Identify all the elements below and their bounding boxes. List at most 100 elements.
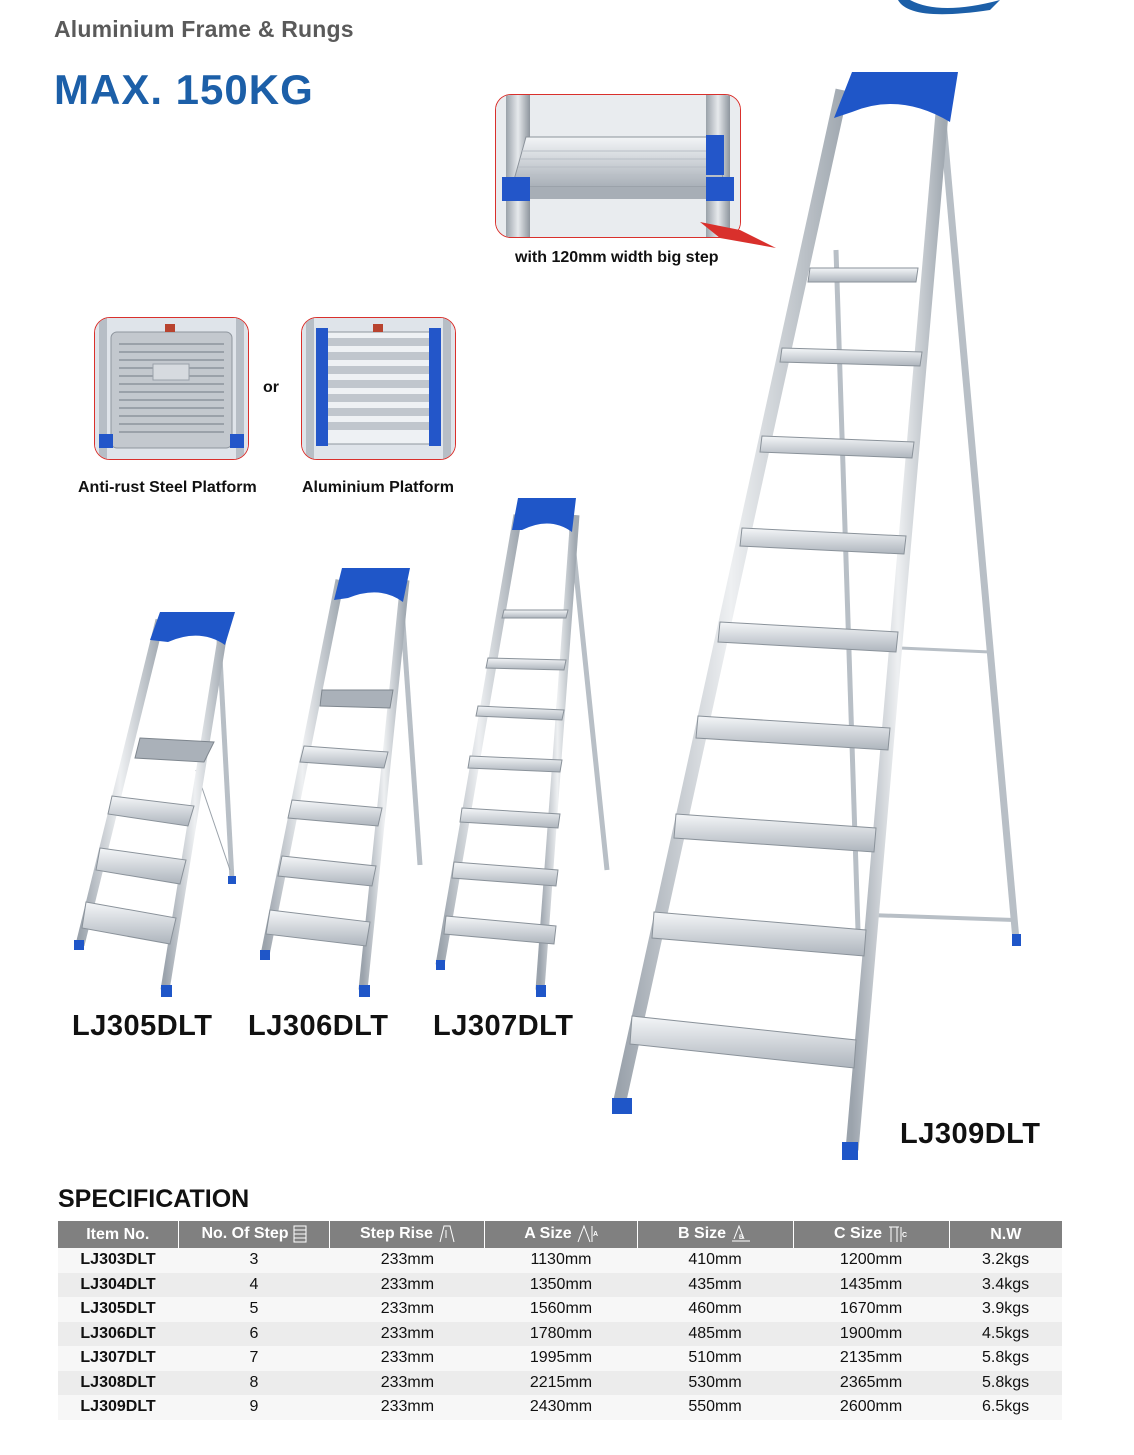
table-cell: 2365mm (793, 1370, 950, 1395)
ladder-lj309 (612, 72, 1021, 1160)
table-cell: 9 (178, 1395, 330, 1420)
table-cell: 233mm (329, 1370, 485, 1395)
table-cell: LJ308DLT (58, 1370, 179, 1395)
column-header-label: C Size (834, 1225, 883, 1243)
table-cell: 233mm (329, 1346, 485, 1371)
ladder-illustrations (74, 72, 1021, 1160)
table-cell: 2430mm (484, 1395, 638, 1420)
ladder-lj307 (435, 498, 610, 997)
table-header-row: Item No. No. Of Step Step Rise A Size A B… (58, 1221, 1062, 1248)
table-cell: 233mm (329, 1272, 485, 1297)
svg-text:C: C (902, 1232, 907, 1239)
table-cell: LJ309DLT (58, 1395, 179, 1420)
table-cell: 435mm (637, 1272, 794, 1297)
table-cell: LJ307DLT (58, 1346, 179, 1371)
table-cell: 5 (178, 1297, 330, 1322)
table-cell: LJ305DLT (58, 1297, 179, 1322)
svg-text:B: B (739, 1235, 744, 1241)
table-cell: 8 (178, 1370, 330, 1395)
model-label-lj305: LJ305DLT (72, 1010, 213, 1042)
step-rise-icon (439, 1225, 455, 1243)
table-cell: 6 (178, 1321, 330, 1346)
table-cell: 233mm (329, 1321, 485, 1346)
table-cell: 2215mm (484, 1370, 638, 1395)
steel-platform-caption: Anti-rust Steel Platform (78, 479, 257, 496)
table-cell: 1670mm (793, 1297, 950, 1322)
table-cell: 1560mm (484, 1297, 638, 1322)
table-cell: 3.2kgs (949, 1248, 1062, 1273)
table-cell: 550mm (637, 1395, 794, 1420)
ladder-lj305 (74, 612, 236, 997)
table-cell: 5.8kgs (949, 1370, 1062, 1395)
column-header-label: A Size (524, 1225, 572, 1243)
table-cell: 2600mm (793, 1395, 950, 1420)
column-header-label: B Size (678, 1225, 727, 1243)
table-cell: 5.8kgs (949, 1346, 1062, 1371)
table-cell: 1780mm (484, 1321, 638, 1346)
column-header: C Size C (793, 1221, 950, 1248)
table-cell: 7 (178, 1346, 330, 1371)
table-cell: 510mm (637, 1346, 794, 1371)
model-label-lj306: LJ306DLT (248, 1010, 389, 1042)
table-cell: 1995mm (484, 1346, 638, 1371)
big-step-photo (496, 95, 740, 237)
column-header: Item No. (58, 1221, 179, 1248)
specification-title: SPECIFICATION (58, 1185, 250, 1213)
aluminium-platform-photo (302, 318, 455, 459)
steel-platform-photo (95, 318, 248, 459)
b-size-icon: B (732, 1225, 751, 1242)
table-cell: 4 (178, 1272, 330, 1297)
table-cell: LJ303DLT (58, 1248, 179, 1273)
table-cell: 1130mm (484, 1248, 638, 1273)
a-size-icon: A (577, 1225, 598, 1243)
table-cell: 1435mm (793, 1272, 950, 1297)
brand-swoosh-graphic (898, 0, 1000, 15)
table-cell: 1900mm (793, 1321, 950, 1346)
table-cell: LJ304DLT (58, 1272, 179, 1297)
aluminium-platform-inset (301, 317, 456, 460)
table-cell: 3.4kgs (949, 1272, 1062, 1297)
table-cell: 460mm (637, 1297, 794, 1322)
steel-platform-inset (94, 317, 249, 460)
c-size-icon: C (889, 1226, 907, 1243)
table-cell: 485mm (637, 1321, 794, 1346)
table-cell: 233mm (329, 1297, 485, 1322)
table-cell: 6.5kgs (949, 1395, 1062, 1420)
big-step-inset (495, 94, 741, 238)
column-header: Step Rise (329, 1221, 486, 1248)
table-cell: 3.9kgs (949, 1297, 1062, 1322)
table-cell: 3 (178, 1248, 330, 1273)
column-header-label: Step Rise (359, 1225, 433, 1243)
table-cell: 233mm (329, 1248, 485, 1273)
callout-pointer (700, 222, 776, 248)
table-cell: 2135mm (793, 1346, 950, 1371)
model-label-lj309: LJ309DLT (900, 1118, 1041, 1150)
specification-table: Item No. No. Of Step Step Rise A Size A B… (58, 1221, 1062, 1420)
table-cell: LJ306DLT (58, 1321, 179, 1346)
table-cell: 410mm (637, 1248, 794, 1273)
page-subtitle: Aluminium Frame & Rungs (54, 16, 354, 42)
column-header-label: No. Of Step (201, 1225, 289, 1243)
table-cell: 1350mm (484, 1272, 638, 1297)
table-cell: 4.5kgs (949, 1321, 1062, 1346)
big-step-caption: with 120mm width big step (515, 249, 719, 266)
model-label-lj307: LJ307DLT (433, 1010, 574, 1042)
svg-text:A: A (593, 1231, 598, 1238)
ladder-lj306 (260, 568, 423, 997)
column-header-label: N.W (990, 1225, 1022, 1243)
column-header: A Size A (484, 1221, 638, 1248)
or-separator: or (263, 379, 279, 396)
ladder-steps-icon (293, 1225, 307, 1243)
column-header-label: Item No. (86, 1225, 150, 1243)
table-cell: 530mm (637, 1370, 794, 1395)
max-load-heading: MAX. 150KG (54, 66, 314, 113)
